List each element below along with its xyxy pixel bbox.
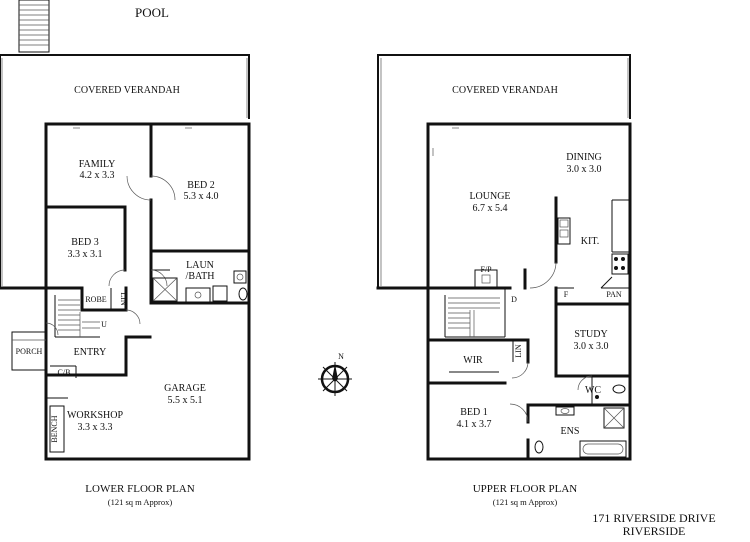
- porch-label: PORCH: [16, 347, 43, 356]
- lower-floor-title: LOWER FLOOR PLAN: [85, 483, 194, 495]
- bench-label: BENCH: [50, 415, 59, 442]
- bed3-dims: 3.3 x 3.1: [68, 249, 103, 260]
- kitchen-label: KIT.: [581, 236, 599, 247]
- address-line-2: RIVERSIDE: [623, 524, 686, 538]
- robe-label: ROBE: [85, 295, 106, 304]
- workshop-dims: 3.3 x 3.3: [78, 422, 113, 433]
- bed3-label: BED 3: [71, 237, 99, 248]
- upper-floor-walls: [376, 54, 632, 461]
- upper-floor-title: UPPER FLOOR PLAN: [473, 483, 578, 495]
- compass-north-label: N: [338, 352, 344, 361]
- fridge-label: F: [564, 290, 569, 299]
- lower-floor-area: (121 sq m Approx): [108, 497, 173, 507]
- bed2-label: BED 2: [187, 180, 215, 191]
- lower-verandah-label: COVERED VERANDAH: [74, 85, 180, 96]
- compass-icon: [318, 362, 352, 396]
- lower-stairs: [58, 299, 100, 337]
- cb-label: C/B: [58, 368, 71, 377]
- garage-label: GARAGE: [164, 383, 206, 394]
- upper-verandah-label: COVERED VERANDAH: [452, 85, 558, 96]
- study-dims: 3.0 x 3.0: [574, 341, 609, 352]
- wir-label: WIR: [463, 355, 483, 366]
- pool-label: POOL: [135, 5, 169, 20]
- bed1-dims: 4.1 x 3.7: [457, 419, 492, 430]
- wc-label: WC: [585, 385, 601, 396]
- laundry-label-1: LAUN: [186, 260, 214, 271]
- pantry-label: PAN: [606, 290, 621, 299]
- lounge-label: LOUNGE: [469, 191, 510, 202]
- laundry-fixtures: [152, 270, 248, 303]
- bed2-dims: 5.3 x 4.0: [184, 191, 219, 202]
- pool-stairs: [18, 0, 50, 53]
- family-room-dims: 4.2 x 3.3: [80, 170, 115, 181]
- dining-label: DINING: [566, 152, 602, 163]
- stairs-up-label: U: [101, 320, 107, 329]
- address-line-1: 171 RIVERSIDE DRIVE: [592, 511, 715, 525]
- bathroom-fixtures: [534, 384, 627, 458]
- fireplace-label: F/P: [480, 265, 492, 274]
- lower-floor-walls: [0, 54, 251, 461]
- laundry-label-2: /BATH: [186, 271, 215, 282]
- lower-door-swings: [45, 127, 192, 336]
- stairs-down-label: D: [511, 295, 517, 304]
- garage-dims: 5.5 x 5.1: [168, 395, 203, 406]
- family-room-label: FAMILY: [79, 159, 116, 170]
- workshop-label: WORKSHOP: [67, 410, 124, 421]
- upper-linen-label: LIN: [514, 344, 523, 358]
- entry-label: ENTRY: [74, 347, 107, 358]
- lower-linen-label: LIN: [119, 292, 128, 306]
- porch: [11, 331, 47, 371]
- bed1-label: BED 1: [460, 407, 488, 418]
- upper-stairs: [448, 297, 500, 337]
- upper-floor-area: (121 sq m Approx): [493, 497, 558, 507]
- study-label: STUDY: [574, 329, 607, 340]
- lounge-dims: 6.7 x 5.4: [473, 203, 508, 214]
- upper-door-swings: [432, 127, 593, 423]
- kitchen-fixtures: [557, 217, 629, 289]
- dining-dims: 3.0 x 3.0: [567, 164, 602, 175]
- ensuite-label: ENS: [561, 426, 580, 437]
